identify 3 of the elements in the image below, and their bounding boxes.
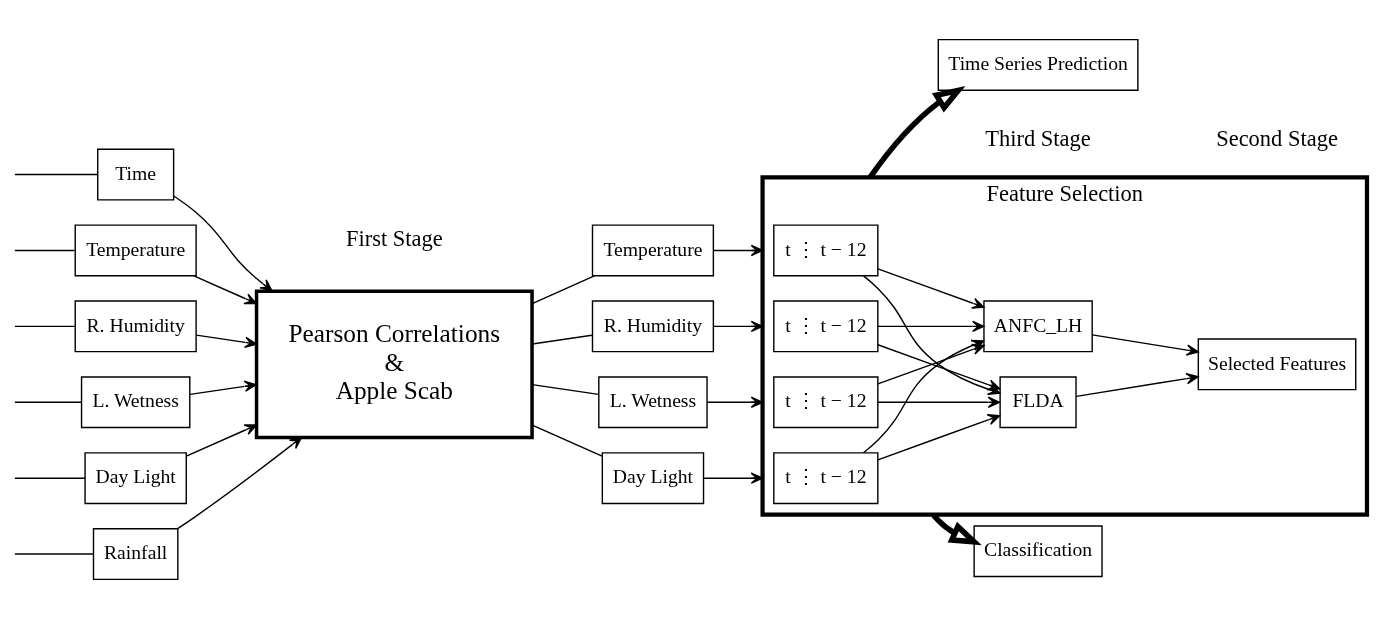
label: Second Stage [1216, 125, 1338, 151]
label: First Stage [345, 225, 443, 251]
label: Third Stage [985, 125, 1091, 151]
